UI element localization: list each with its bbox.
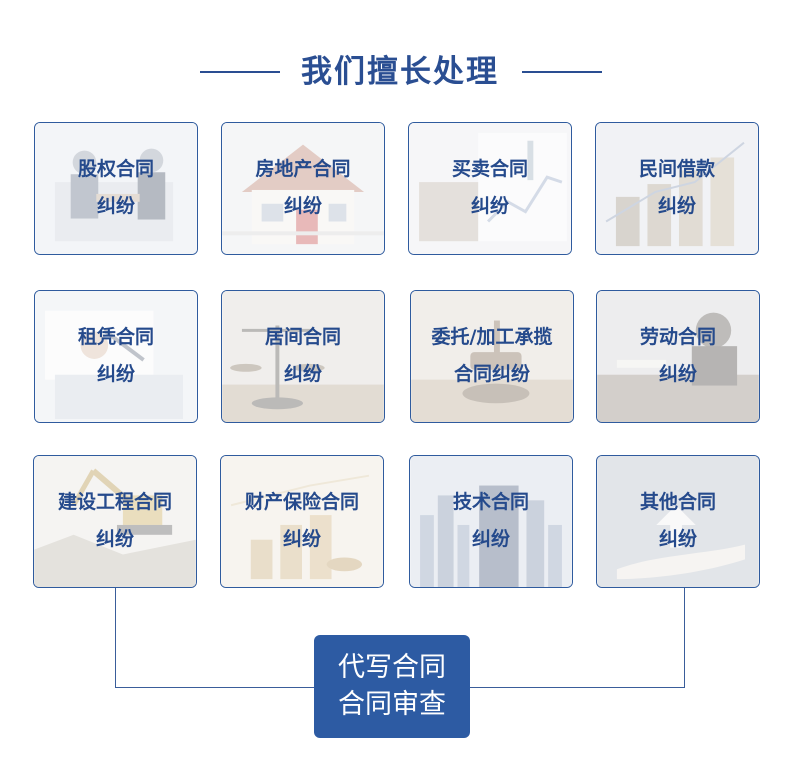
card-label-line2: 纠纷	[95, 528, 134, 550]
card-label-line2: 纠纷	[96, 195, 135, 217]
card-private-loan[interactable]: 民间借款 纠纷	[595, 122, 759, 255]
card-label: 其他合同 纠纷	[597, 484, 759, 558]
card-veil	[35, 123, 197, 254]
card-veil	[221, 456, 383, 587]
card-veil	[597, 456, 759, 587]
card-veil	[596, 123, 758, 254]
card-label-line1: 房地产合同	[255, 158, 351, 180]
card-construction-contract[interactable]: 建设工程合同 纠纷	[33, 455, 197, 588]
card-label-line1: 买卖合同	[451, 158, 528, 180]
card-label: 民间借款 纠纷	[596, 151, 758, 225]
card-label: 买卖合同 纠纷	[409, 151, 571, 225]
card-label: 房地产合同 纠纷	[222, 151, 384, 225]
card-label-line2: 纠纷	[471, 528, 510, 550]
card-label-line1: 劳动合同	[639, 326, 716, 348]
card-label-line1: 租凭合同	[77, 326, 154, 348]
card-label-line1: 其他合同	[639, 491, 716, 513]
card-label-line1: 委托/加工承揽	[431, 326, 553, 348]
card-veil	[597, 291, 759, 422]
card-entrusted-processing-contract[interactable]: 委托/加工承揽 合同纠纷	[410, 290, 574, 423]
card-label-line1: 民间借款	[638, 158, 715, 180]
card-sales-contract[interactable]: 买卖合同 纠纷	[408, 122, 572, 255]
card-veil	[410, 456, 572, 587]
card-other-contract[interactable]: 其他合同 纠纷	[596, 455, 760, 588]
card-brokerage-contract[interactable]: 居间合同 纠纷	[221, 290, 385, 423]
card-labor-contract[interactable]: 劳动合同 纠纷	[596, 290, 760, 423]
card-label: 委托/加工承揽 合同纠纷	[411, 319, 573, 393]
card-label: 股权合同 纠纷	[35, 151, 197, 225]
card-label: 建设工程合同 纠纷	[34, 484, 196, 558]
card-lease-contract[interactable]: 租凭合同 纠纷	[34, 290, 198, 423]
card-label-line2: 纠纷	[282, 528, 321, 550]
card-veil	[222, 291, 384, 422]
card-veil	[411, 291, 573, 422]
card-label: 劳动合同 纠纷	[597, 319, 759, 393]
card-veil	[34, 456, 196, 587]
card-veil	[409, 123, 571, 254]
card-label-line2: 纠纷	[658, 363, 697, 385]
card-veil	[35, 291, 197, 422]
card-property-insurance-contract[interactable]: 财产保险合同 纠纷	[220, 455, 384, 588]
card-label-line1: 财产保险合同	[244, 491, 359, 513]
title-right-rule	[522, 71, 602, 73]
card-label: 技术合同 纠纷	[410, 484, 572, 558]
card-label-line1: 建设工程合同	[57, 491, 172, 513]
card-label-line1: 居间合同	[264, 326, 341, 348]
main-service-line2: 合同审查	[338, 689, 446, 720]
main-service-line1: 代写合同	[338, 652, 446, 683]
card-label-line2: 纠纷	[283, 363, 322, 385]
card-label-line1: 技术合同	[452, 491, 529, 513]
card-label-line2: 纠纷	[470, 195, 509, 217]
card-technology-contract[interactable]: 技术合同 纠纷	[409, 455, 573, 588]
card-label: 财产保险合同 纠纷	[221, 484, 383, 558]
card-equity-contract[interactable]: 股权合同 纠纷	[34, 122, 198, 255]
connector-left-horizontal	[115, 687, 315, 688]
card-label-line2: 纠纷	[96, 363, 135, 385]
section-header: 我们擅长处理	[0, 50, 800, 94]
card-label-line2: 纠纷	[657, 195, 696, 217]
card-veil	[222, 123, 384, 254]
contract-drafting-review-button[interactable]: 代写合同 合同审查	[314, 635, 470, 738]
card-label-line2: 纠纷	[658, 528, 697, 550]
title-left-rule	[200, 71, 280, 73]
card-label: 租凭合同 纠纷	[35, 319, 197, 393]
card-real-estate-contract[interactable]: 房地产合同 纠纷	[221, 122, 385, 255]
connector-right-vertical	[684, 588, 685, 688]
connector-right-horizontal	[469, 687, 685, 688]
card-label-line2: 合同纠纷	[453, 363, 530, 385]
section-title: 我们擅长处理	[301, 54, 499, 90]
card-label: 居间合同 纠纷	[222, 319, 384, 393]
card-label-line1: 股权合同	[77, 158, 154, 180]
card-label-line2: 纠纷	[283, 195, 322, 217]
connector-left-vertical	[115, 588, 116, 688]
